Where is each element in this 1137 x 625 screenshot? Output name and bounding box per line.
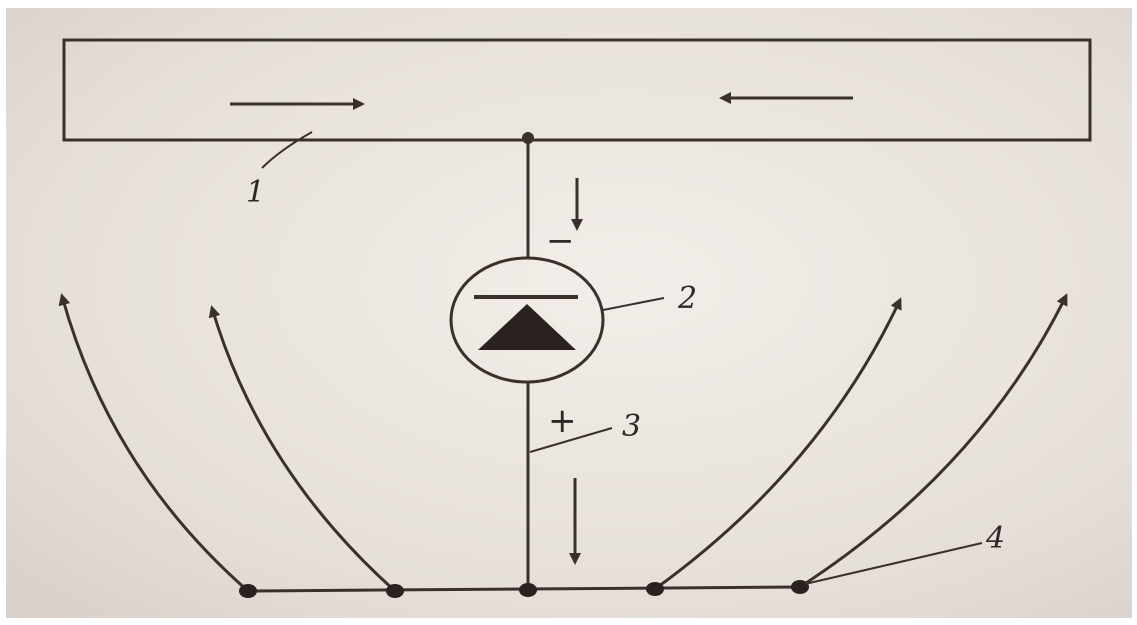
diode-icon bbox=[474, 295, 578, 350]
current-curve-far-left bbox=[58, 293, 249, 593]
label-electrode: 1 bbox=[246, 175, 265, 210]
leader-line-4 bbox=[804, 542, 983, 585]
current-curve-right bbox=[654, 297, 902, 591]
minus-sign: − bbox=[546, 221, 575, 261]
current-curve-far-right bbox=[799, 293, 1068, 589]
label-diode: 2 bbox=[677, 281, 697, 316]
ground-node-1 bbox=[239, 584, 257, 598]
current-curve-left bbox=[208, 305, 397, 593]
leader-line-3 bbox=[529, 427, 613, 453]
leader-line-1 bbox=[261, 131, 313, 169]
ground-node-2 bbox=[386, 584, 404, 598]
ground-node-4 bbox=[646, 582, 664, 596]
plus-sign: + bbox=[548, 401, 577, 441]
electrode-bar bbox=[62, 38, 1092, 142]
ground-node-5 bbox=[791, 580, 809, 594]
leader-line-2 bbox=[602, 297, 665, 311]
ground-node-3 bbox=[519, 583, 537, 597]
paper-background bbox=[6, 8, 1132, 618]
label-conductor: 3 bbox=[622, 409, 641, 444]
label-ground-point: 4 bbox=[985, 521, 1005, 556]
